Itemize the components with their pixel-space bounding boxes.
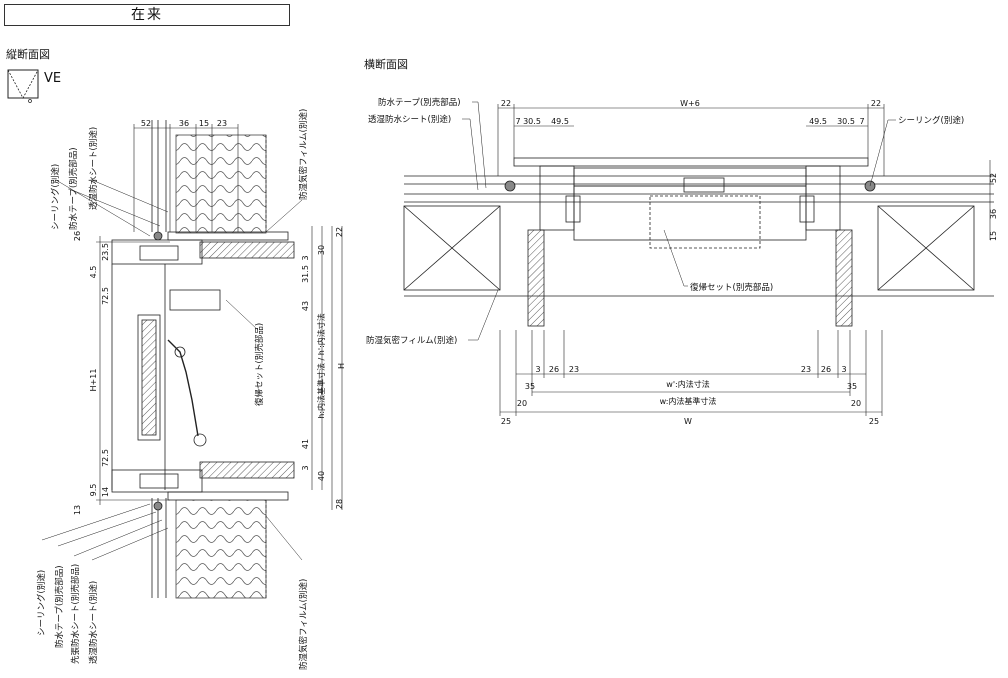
dim-v-overall-h: H xyxy=(337,363,346,369)
dim-h-top-right-22: 22 xyxy=(871,99,881,108)
label-v-waterproof-tape-top: 防水テープ(別売部品) xyxy=(68,147,79,230)
horizontal-dim-texts: 22 W+6 22 7 30.5 49.5 49.5 30.5 7 52 36 … xyxy=(501,99,998,426)
ve-window-symbol-icon xyxy=(7,69,39,103)
dim-h-bl-26: 26 xyxy=(549,365,559,374)
dim-v-left-6: 72.5 xyxy=(101,449,110,467)
dim-v-right-2: 30 xyxy=(317,245,326,255)
dim-v-right-9: 28 xyxy=(335,499,344,509)
horizontal-dimensions xyxy=(497,104,991,416)
dim-h-w-std: w:内法基準寸法 xyxy=(660,396,717,406)
dim-v-left-2: 23.5 xyxy=(101,243,110,261)
ve-label: VE xyxy=(44,71,61,86)
label-v-first-sheet-bottom: 先張防水シート(別売部品) xyxy=(70,564,81,664)
dim-v-top-3: 15 xyxy=(199,119,209,128)
dim-v-left-9: 13 xyxy=(73,505,82,515)
dim-h-side-35-left: 35 xyxy=(525,382,535,391)
dim-h-tr-49: 49.5 xyxy=(809,117,827,126)
vertical-labels: シーリング(別途) 防水テープ(別売部品) 透湿防水シート(別途) 防湿気密フィ… xyxy=(36,109,309,670)
label-v-sealing-top: シーリング(別途) xyxy=(50,164,61,230)
dim-h-side-20-right: 20 xyxy=(851,399,861,408)
horizontal-labels: 防水テープ(別売部品) 透湿防水シート(別途) シーリング(別途) 復帰セット(… xyxy=(366,97,964,346)
dim-h-br-23: 23 xyxy=(801,365,811,374)
dim-v-top-2: 36 xyxy=(179,119,189,128)
dim-h-tl-30: 30.5 xyxy=(523,117,541,126)
vertical-section-caption: 縦断面図 xyxy=(6,48,50,61)
dim-v-inner-h: h:内法基準寸法 / h':内法寸法 xyxy=(316,313,326,419)
page-title: 在来 xyxy=(4,4,290,26)
dim-v-right-5: 43 xyxy=(301,301,310,311)
label-v-moisture-sheet-bottom: 透湿防水シート(別途) xyxy=(88,581,99,664)
dim-v-right-7: 3 xyxy=(301,465,310,470)
dim-v-left-8: 14 xyxy=(101,487,110,497)
dim-v-top-4: 23 xyxy=(217,119,227,128)
vertical-dimensions xyxy=(96,124,343,510)
dim-h-right-15: 15 xyxy=(989,231,998,241)
dim-h-w-inner: w':内法寸法 xyxy=(666,379,709,389)
dim-v-left-1: 26 xyxy=(73,231,82,241)
dim-h-bl-3: 3 xyxy=(535,365,540,374)
dim-v-left-7: 9.5 xyxy=(89,484,98,497)
dim-v-right-1: 22 xyxy=(335,227,344,237)
label-v-vapor-film-top: 防湿気密フィルム(別途) xyxy=(298,109,309,200)
dim-h-br-3: 3 xyxy=(841,365,846,374)
dim-h-tl-49: 49.5 xyxy=(551,117,569,126)
dim-v-left-4: 72.5 xyxy=(101,287,110,305)
dim-v-right-3: 3 xyxy=(301,255,310,260)
dim-h-tr-30: 30.5 xyxy=(837,117,855,126)
dim-v-right-4: 31.5 xyxy=(301,265,310,283)
vertical-section xyxy=(111,120,295,599)
horizontal-leaders xyxy=(462,101,896,341)
label-h-waterproof-tape: 防水テープ(別売部品) xyxy=(378,97,461,108)
label-v-sealing-bottom: シーリング(別途) xyxy=(36,570,47,636)
label-h-sealing: シーリング(別途) xyxy=(898,115,964,126)
dim-v-right-6: 41 xyxy=(301,439,310,449)
label-h-moisture-sheet: 透湿防水シート(別途) xyxy=(368,114,451,125)
dim-h-side-20-left: 20 xyxy=(517,399,527,408)
dim-h-w-overall: W xyxy=(684,417,692,426)
dim-v-top-1: 52 xyxy=(141,119,151,128)
dim-h-right-52: 52 xyxy=(989,173,998,183)
vertical-leaders xyxy=(41,179,303,561)
horizontal-section-caption: 横断面図 xyxy=(364,58,408,71)
label-v-vapor-film-bottom: 防湿気密フィルム(別途) xyxy=(298,579,309,670)
dim-h-bl-23: 23 xyxy=(569,365,579,374)
dim-h-side-25-left: 25 xyxy=(501,417,511,426)
dim-h-right-36: 36 xyxy=(989,209,998,219)
dim-h-tr-7: 7 xyxy=(859,117,864,126)
label-v-return-set: 復帰セット(別売部品) xyxy=(254,323,265,406)
horizontal-section xyxy=(403,157,994,327)
dim-h-side-25-right: 25 xyxy=(869,417,879,426)
dim-v-left-5: H+11 xyxy=(89,369,98,392)
label-h-return-set: 復帰セット(別売部品) xyxy=(690,282,773,293)
dim-h-side-35-right: 35 xyxy=(847,382,857,391)
label-v-moisture-sheet-top: 透湿防水シート(別途) xyxy=(88,127,99,210)
label-v-waterproof-tape-bottom: 防水テープ(別売部品) xyxy=(54,565,65,648)
dim-h-br-26: 26 xyxy=(821,365,831,374)
vertical-dim-texts: 52 36 15 23 26 23.5 4.5 72.5 H+11 72.5 9… xyxy=(73,119,346,515)
label-h-vapor-film: 防湿気密フィルム(別途) xyxy=(366,335,457,346)
dim-h-top-w6: W+6 xyxy=(680,99,700,108)
dim-v-left-3: 4.5 xyxy=(89,266,98,279)
dim-h-tl-7: 7 xyxy=(515,117,520,126)
dim-h-top-left-22: 22 xyxy=(501,99,511,108)
dim-v-right-8: 40 xyxy=(317,471,326,481)
